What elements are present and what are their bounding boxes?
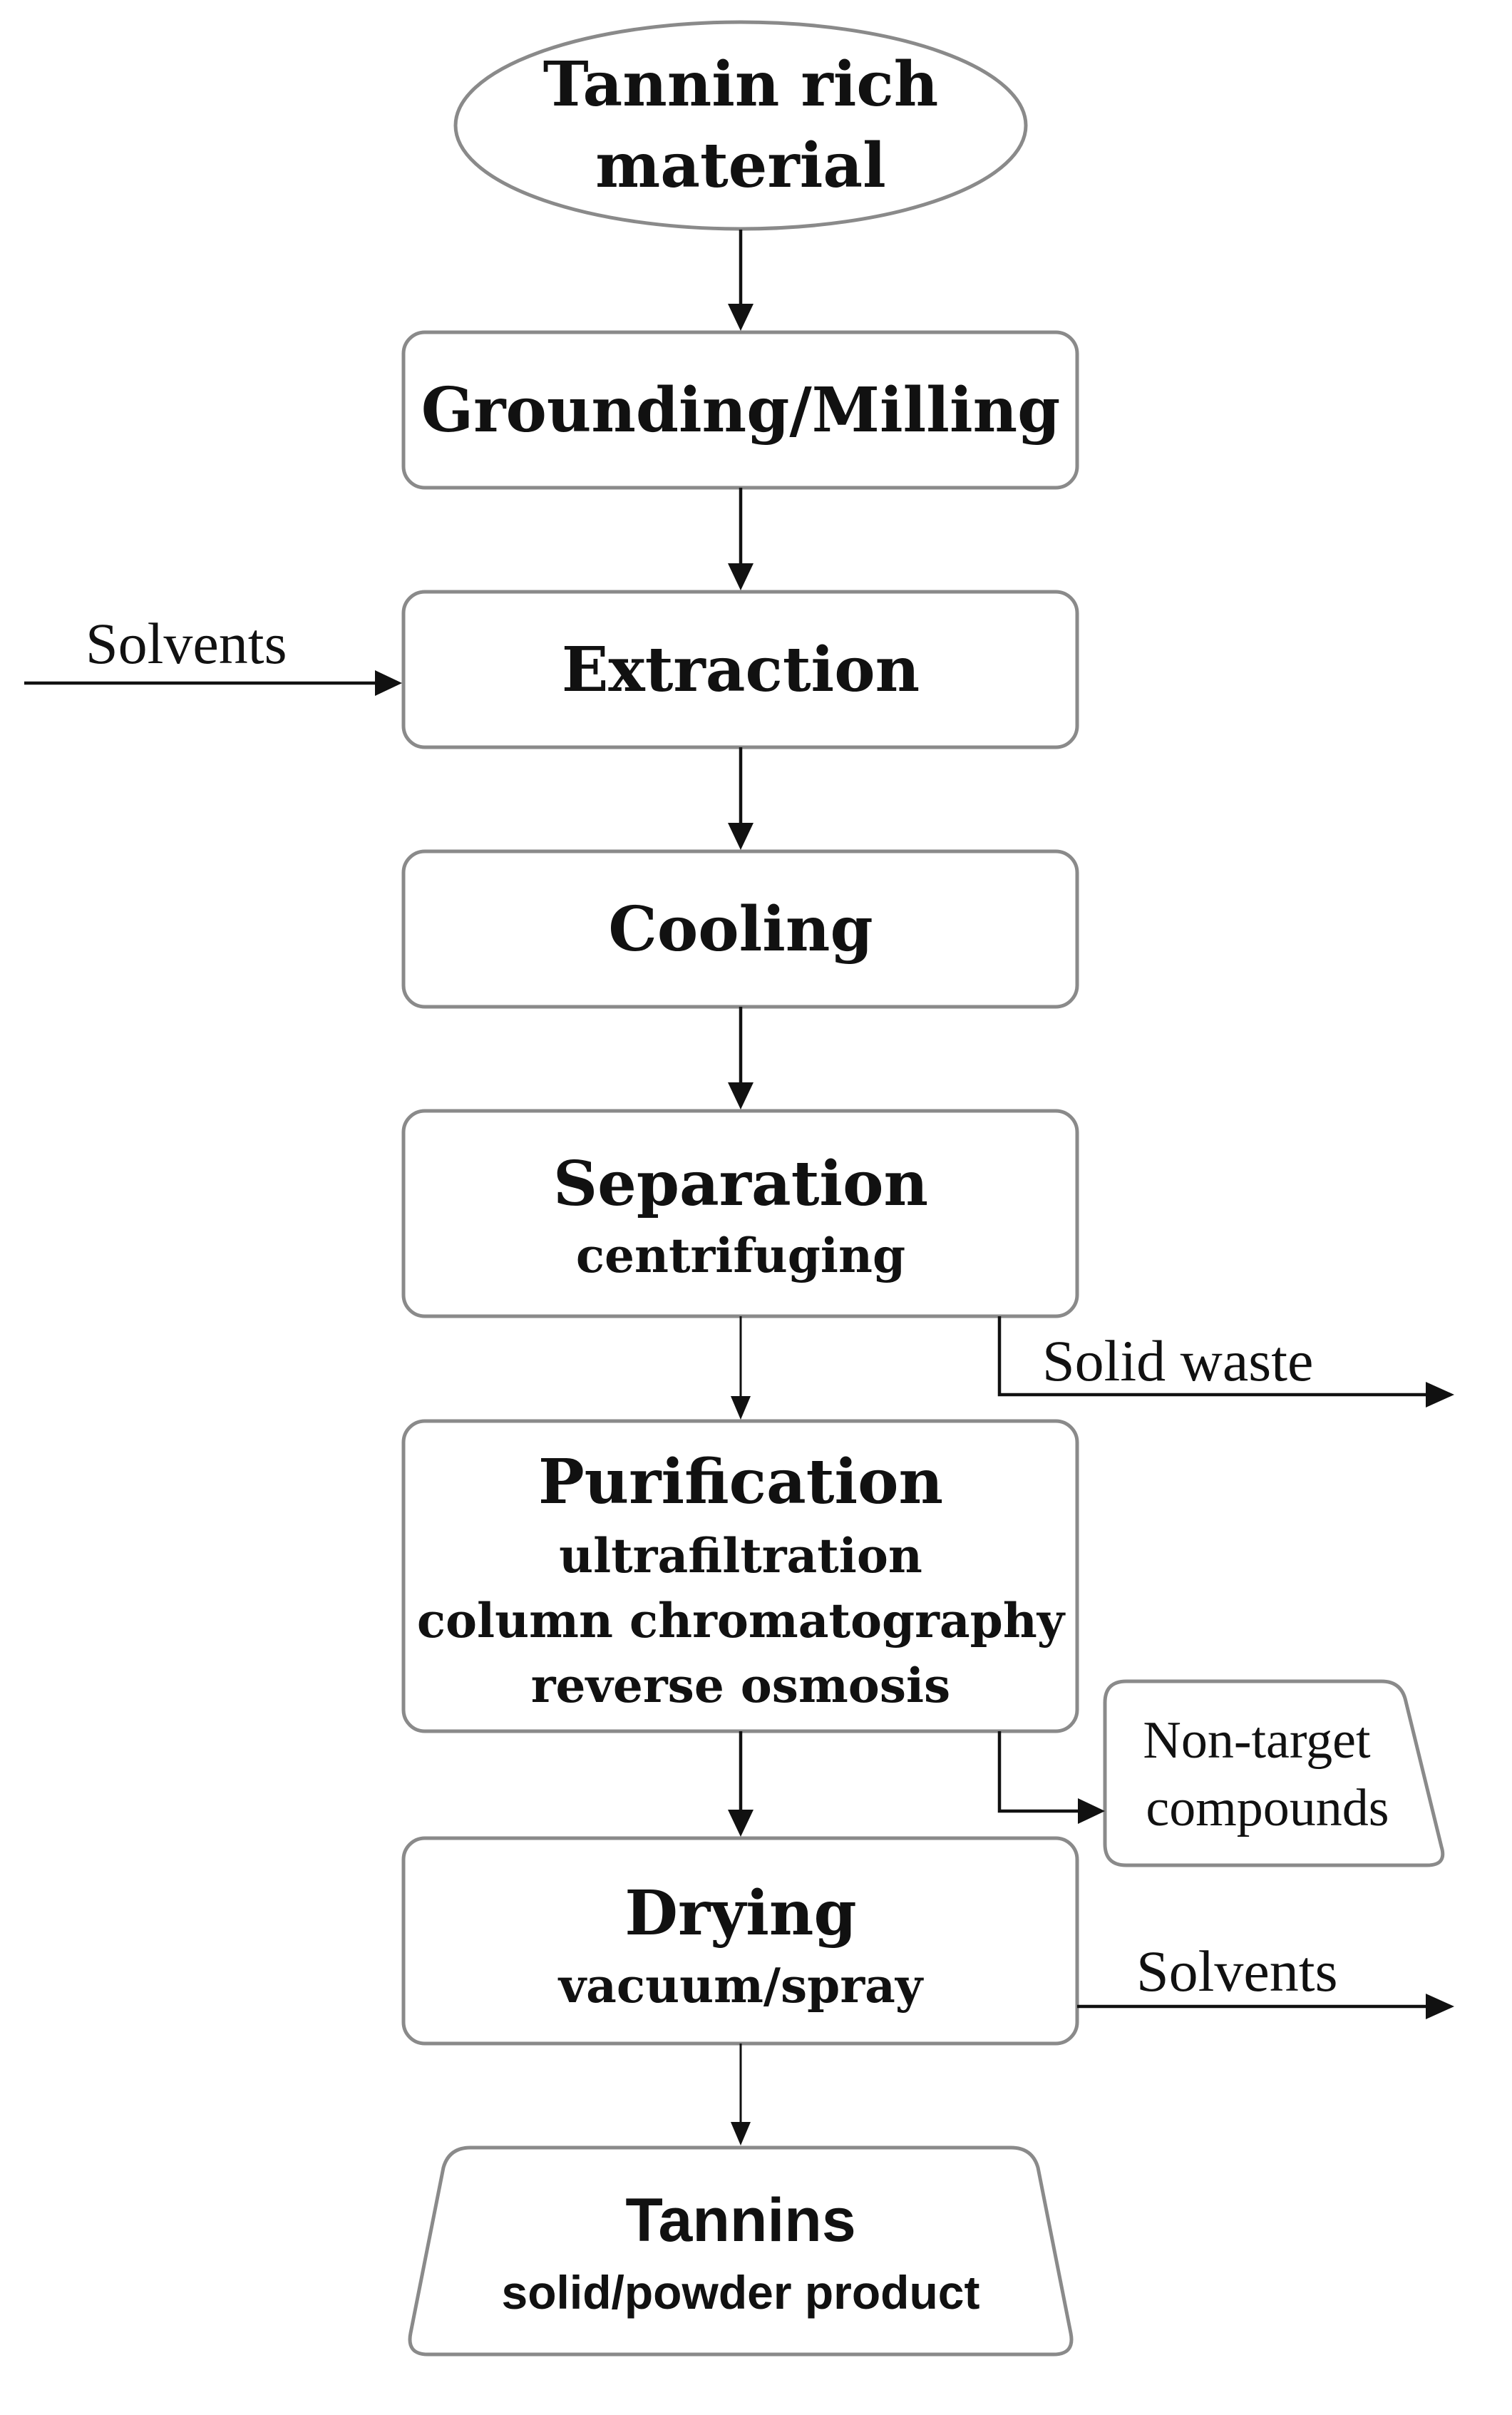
node-purification: Purification ultrafiltration column chro… [401, 1419, 1079, 1733]
solid-waste-label: Solid waste [1042, 1328, 1313, 1393]
flow-arrow-purification-to-drying [728, 1731, 754, 1837]
purification-method-3: reverse osmosis [531, 1658, 950, 1713]
node-drying: Drying vacuum/spray [401, 1836, 1079, 2046]
start-line-1: Tannin rich [543, 48, 939, 121]
solvents-in-label: Solvents [86, 611, 287, 676]
separation-method: centrifuging [576, 1228, 905, 1283]
purification-title: Purification [538, 1446, 943, 1518]
start-line-2: material [595, 130, 886, 202]
solvents-out-label: Solvents [1136, 1939, 1337, 2004]
node-extraction: Extraction [401, 590, 1079, 749]
node-tannin-rich-material: Tannin rich material [453, 20, 1028, 231]
node-tannins-product: Tannins solid/powder product [408, 2145, 1074, 2357]
extraction-title: Extraction [562, 634, 920, 706]
side-flow-solvents-in: Solvents [24, 611, 402, 696]
non-target-line-1: Non-target [1143, 1711, 1371, 1770]
node-separation: Separation centrifuging [401, 1109, 1079, 1318]
purification-method-2: column chromatography [417, 1593, 1066, 1649]
flow-arrow-separation-to-purification [731, 1316, 751, 1420]
flow-arrow-cooling-to-separation [728, 1007, 754, 1109]
flow-arrow-grounding-to-extraction [728, 488, 754, 590]
flow-arrow-extraction-to-cooling [728, 747, 754, 850]
flow-arrow-drying-to-product [731, 2044, 751, 2145]
separation-title: Separation [553, 1148, 928, 1220]
flow-arrow-start-to-grounding [728, 230, 754, 331]
node-non-target-compounds: Non-target compounds [1103, 1679, 1445, 1867]
non-target-line-2: compounds [1146, 1779, 1389, 1837]
node-grounding-milling: Grounding/Milling [401, 330, 1079, 490]
grounding-title: Grounding/Milling [421, 374, 1061, 446]
product-title: Tannins [625, 2186, 855, 2255]
side-flow-solid-waste: Solid waste [997, 1316, 1454, 1408]
purification-method-1: ultrafiltration [559, 1528, 922, 1584]
drying-method: vacuum/spray [557, 1958, 924, 2014]
side-flow-solvents-out: Solvents [1077, 1939, 1454, 2019]
product-subtitle: solid/powder product [502, 2266, 980, 2319]
drying-title: Drying [624, 1877, 856, 1949]
cooling-title: Cooling [608, 893, 873, 965]
side-flow-non-target [997, 1731, 1105, 1824]
node-cooling: Cooling [401, 849, 1079, 1009]
